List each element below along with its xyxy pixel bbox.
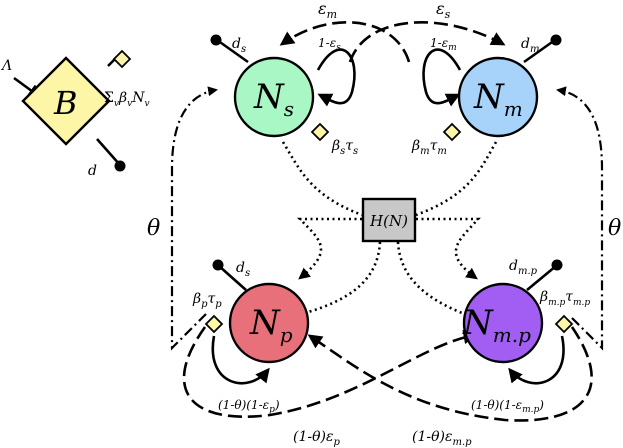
nmp-death-label: dm.p (509, 258, 538, 277)
ns-death-line (216, 38, 249, 64)
nmp-death-line (526, 264, 557, 292)
np-infect-label: βpτp (192, 291, 222, 310)
nmp-loop-label: (1-θ)(1-εm.p) (471, 398, 544, 415)
ns-self-loop (316, 48, 356, 107)
nm-infect-label: βmτm (411, 138, 447, 157)
theta-left-arrow (170, 86, 218, 351)
eps-s-arrow (348, 21, 506, 63)
nm-death-line (523, 38, 556, 64)
nm-label: Nm (473, 77, 523, 121)
nm-death-label: dm (521, 36, 539, 55)
nm-self-loop (422, 48, 462, 107)
nm-infect-diamond (442, 122, 462, 142)
h-box (361, 197, 417, 243)
ns-infect-diamond (310, 122, 330, 142)
birth-label: B (53, 84, 78, 122)
h-box-label: H(N) (369, 212, 408, 230)
np-to-h-link (304, 241, 382, 315)
ns-label: Ns (253, 77, 294, 121)
np-label: Np (249, 303, 293, 347)
ns-death-dot (210, 34, 222, 46)
np-death-line (218, 265, 247, 291)
ns-node (233, 56, 315, 138)
np-death-dot (212, 259, 224, 271)
h-to-nmp-arrow (416, 217, 481, 280)
eps-m-label: εm (318, 0, 337, 21)
np-node (228, 282, 310, 364)
birth-rate-label: ΣvβvNv (104, 90, 150, 109)
nm-loop-label: 1-εm (430, 36, 457, 53)
nmp-self-loop (508, 335, 565, 385)
nmp-label: Nm.p (462, 303, 531, 347)
nmp-death-dot (551, 259, 563, 271)
np-loop-label: (1-θ)(1-εp) (218, 398, 280, 415)
nmp-infect-label: βm.pτm.p (539, 289, 590, 308)
cross-p-label: (1-θ)εp (293, 429, 341, 448)
nm-to-h-link (415, 141, 498, 217)
nmp-to-h-link (396, 241, 463, 315)
birth-death-label: d (88, 163, 97, 179)
ns-to-h-link (281, 141, 363, 217)
theta-left-label: θ (147, 216, 160, 241)
np-infect-diamond (204, 314, 224, 334)
ns-infect-label: βsτs (331, 138, 358, 157)
cross-p-arrow (182, 326, 478, 418)
inflow-label: Λ (0, 58, 12, 74)
birth-death-dot (114, 160, 126, 172)
nm-death-dot (550, 34, 562, 46)
eps-s-label: εs (436, 0, 451, 21)
birth-death-line (96, 138, 121, 166)
nm-node (457, 56, 539, 138)
birth-compartment: B Λ ΣvβvNv d (0, 49, 150, 179)
ns-death-label: ds (232, 36, 246, 55)
nmp-node (462, 282, 544, 364)
eps-m-arrow (279, 21, 411, 63)
theta-right-label: θ (608, 216, 621, 241)
cross-mp-label: (1-θ)εm.p (412, 429, 472, 448)
nmp-infect-diamond (554, 314, 574, 334)
theta-right-arrow (556, 86, 604, 351)
birth-diamond (21, 56, 111, 146)
birth-rate-diamond (112, 49, 132, 69)
np-death-label: ds (236, 260, 250, 279)
cross-mp-arrow (307, 326, 593, 422)
h-links (281, 141, 498, 315)
np-self-loop (211, 335, 270, 385)
ns-loop-label: 1-εs (318, 36, 341, 53)
h-to-np-arrow (296, 217, 362, 280)
